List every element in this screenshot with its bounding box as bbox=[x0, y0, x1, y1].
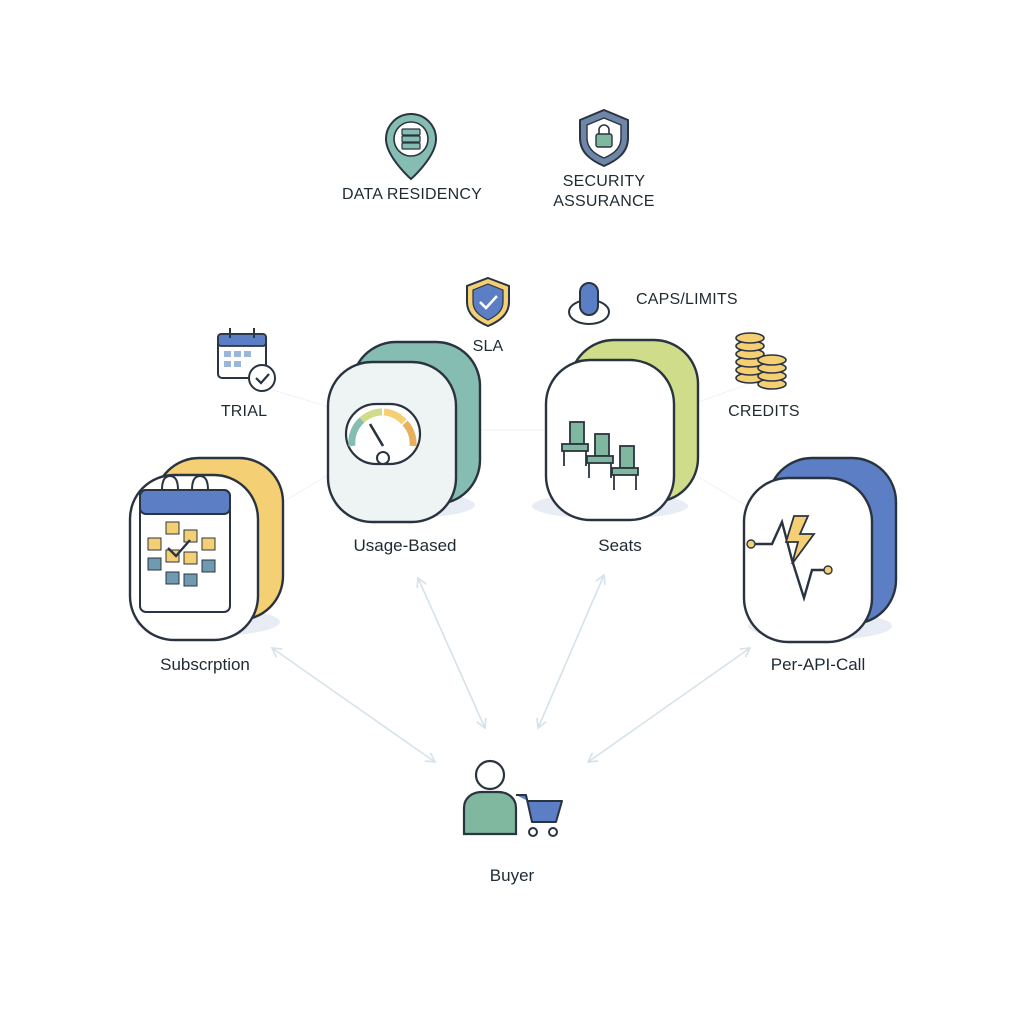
connector-arrows bbox=[270, 573, 752, 763]
calendar-check-icon bbox=[217, 328, 276, 392]
arrow-seats-buyer bbox=[536, 573, 606, 730]
coin-stack-icon bbox=[735, 332, 787, 390]
label-buyer: Buyer bbox=[489, 866, 535, 885]
shield-lock-icon bbox=[579, 108, 629, 168]
label-usage-based: Usage-Based bbox=[353, 536, 457, 555]
label-trial: TRIAL bbox=[220, 403, 268, 420]
chairs-icon bbox=[561, 421, 639, 490]
calendar-grid-icon bbox=[139, 474, 231, 613]
lightning-pulse-icon bbox=[746, 515, 833, 603]
label-caps-limits: CAPS/LIMITS bbox=[636, 291, 738, 308]
shield-check-icon bbox=[466, 276, 510, 328]
subscription-tile[interactable] bbox=[128, 456, 285, 642]
arrow-subscription-buyer bbox=[270, 647, 437, 763]
arrow-usage-buyer bbox=[416, 576, 487, 730]
usage-based-tile[interactable] bbox=[326, 340, 482, 524]
label-sla: SLA bbox=[472, 338, 504, 355]
seats-tile[interactable] bbox=[532, 338, 700, 522]
per-api-call-tile[interactable] bbox=[742, 456, 898, 644]
label-seats: Seats bbox=[598, 536, 642, 555]
label-data-residency: DATA RESIDENCY bbox=[341, 186, 483, 203]
label-security-assurance: SECURITY ASSURANCE bbox=[553, 173, 655, 210]
person-cart-icon bbox=[462, 759, 563, 837]
gauge-icon bbox=[344, 402, 422, 466]
toggle-knob-icon bbox=[568, 282, 610, 325]
arrow-perapi-buyer bbox=[586, 647, 752, 763]
label-per-api-call: Per-API-Call bbox=[770, 655, 866, 674]
label-credits: CREDITS bbox=[728, 403, 800, 420]
map-pin-server-icon bbox=[384, 112, 438, 181]
label-subscription: Subscrption bbox=[160, 655, 250, 674]
